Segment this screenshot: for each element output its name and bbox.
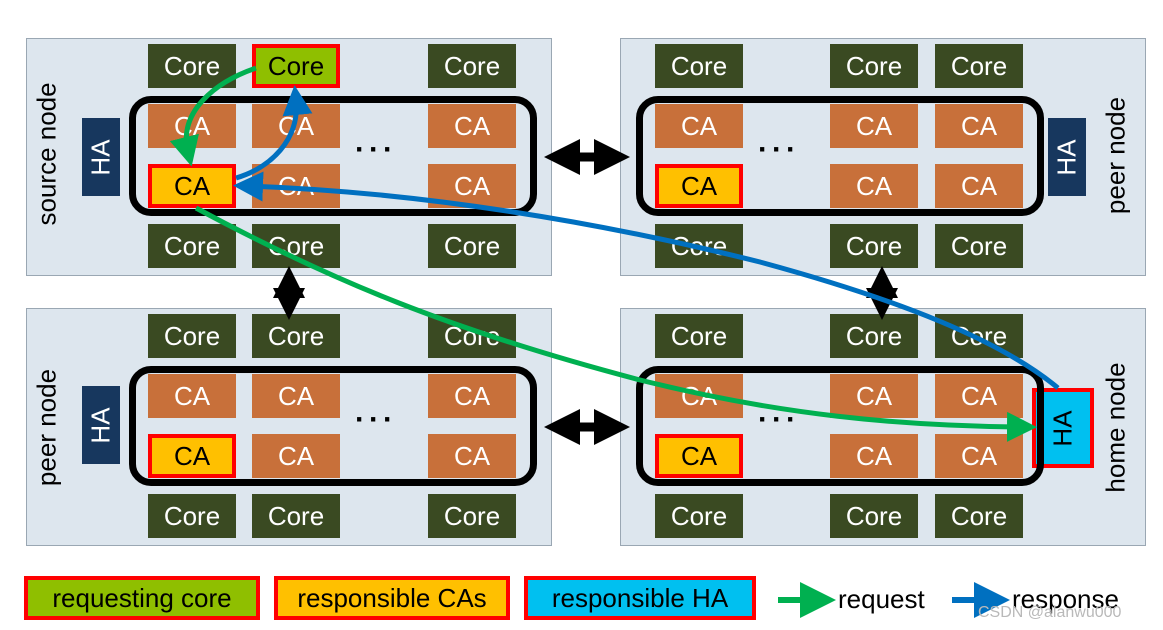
ellipsis: ··· bbox=[355, 403, 397, 436]
core: Core bbox=[935, 224, 1023, 268]
core: Core bbox=[655, 314, 743, 358]
ca: CA bbox=[428, 434, 516, 478]
core: Core bbox=[935, 494, 1023, 538]
ca: CA bbox=[252, 374, 340, 418]
core: Core bbox=[148, 494, 236, 538]
response-arrow-ca-to-core bbox=[235, 85, 313, 181]
request-arrow-ca-to-home-ha bbox=[194, 205, 1037, 442]
ring-interconnect bbox=[636, 96, 1044, 216]
ca: CA bbox=[935, 164, 1023, 208]
core: Core bbox=[428, 494, 516, 538]
ca: CA bbox=[935, 434, 1023, 478]
core: Core bbox=[252, 494, 340, 538]
ca: CA bbox=[830, 374, 918, 418]
ca: CA bbox=[830, 434, 918, 478]
legend-request-label: request bbox=[838, 584, 925, 614]
legend-responsible-cas: responsible CAs bbox=[274, 576, 510, 620]
ring-interconnect bbox=[129, 96, 537, 216]
responsible-ca: CA bbox=[655, 164, 743, 208]
ca: CA bbox=[935, 374, 1023, 418]
ca: CA bbox=[428, 104, 516, 148]
legend-responsible-ha: responsible HA bbox=[524, 576, 756, 620]
core: Core bbox=[148, 44, 236, 88]
ring-interconnect bbox=[636, 366, 1044, 486]
core: Core bbox=[830, 314, 918, 358]
ca: CA bbox=[655, 104, 743, 148]
responsible-ca: CA bbox=[148, 164, 236, 208]
core: Core bbox=[252, 314, 340, 358]
ha-source: HA bbox=[82, 118, 120, 196]
response-arrow-ha-to-ca bbox=[233, 171, 1060, 390]
core: Core bbox=[655, 44, 743, 88]
ha-peer-top: HA bbox=[1048, 118, 1086, 196]
core: Core bbox=[830, 494, 918, 538]
ca: CA bbox=[830, 164, 918, 208]
core: Core bbox=[830, 224, 918, 268]
ca: CA bbox=[252, 434, 340, 478]
core: Core bbox=[935, 44, 1023, 88]
ca: CA bbox=[428, 374, 516, 418]
core: Core bbox=[935, 314, 1023, 358]
ca: CA bbox=[935, 104, 1023, 148]
ellipsis: ··· bbox=[758, 133, 800, 166]
ha-peer-bottom: HA bbox=[82, 386, 120, 464]
ca: CA bbox=[148, 374, 236, 418]
request-arrow-core-to-ca bbox=[169, 65, 257, 167]
core: Core bbox=[830, 44, 918, 88]
ca: CA bbox=[830, 104, 918, 148]
ring-interconnect bbox=[129, 366, 537, 486]
responsible-ca: CA bbox=[655, 434, 743, 478]
core: Core bbox=[428, 224, 516, 268]
ellipsis: ··· bbox=[355, 133, 397, 166]
core: Core bbox=[655, 494, 743, 538]
core: Core bbox=[428, 44, 516, 88]
core: Core bbox=[148, 224, 236, 268]
watermark: CSDN @alanwu000 bbox=[978, 604, 1122, 621]
legend-requesting-core: requesting core bbox=[24, 576, 260, 620]
core: Core bbox=[148, 314, 236, 358]
requesting-core: Core bbox=[252, 44, 340, 88]
legend-response-label: response bbox=[1012, 584, 1119, 614]
responsible-ca: CA bbox=[148, 434, 236, 478]
